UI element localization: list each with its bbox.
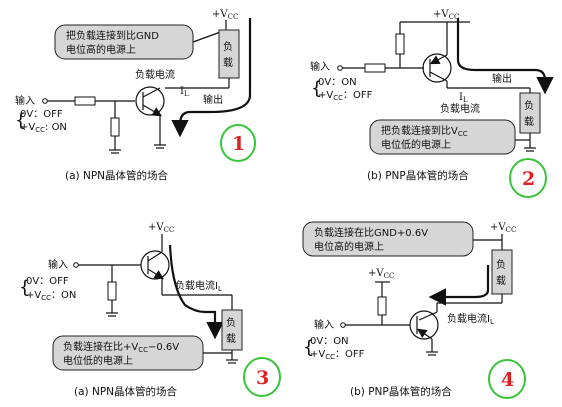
note-1-line-2: 电位高的电源上: [66, 43, 136, 56]
input-state-1a: 0V：OFF: [20, 109, 63, 120]
svg-text:负: 负: [524, 99, 534, 112]
load-text-1a: 负: [223, 40, 233, 53]
caption-2: (b) PNP晶体管的场合: [367, 169, 469, 182]
caption-4: (b) PNP晶体管的场合: [350, 385, 452, 398]
caption-1: (a) NPN晶体管的场合: [65, 169, 169, 182]
input-label-1: 输入: [15, 94, 35, 107]
il-label-2: IL: [459, 92, 468, 104]
svg-text:{: {: [19, 277, 30, 298]
current-arrow-2: [456, 18, 554, 95]
input-state-2b: +VCC：OFF: [318, 90, 373, 102]
output-label-1: 输出: [203, 93, 223, 106]
note-4-line-2: 电位高的电源上: [314, 240, 384, 253]
current-arrow-4: [428, 265, 490, 306]
note-4-line-1: 负载连接在比GND+0.6V: [314, 226, 428, 239]
vcc-label-3: +VCC: [148, 222, 174, 234]
note-box-4: [302, 221, 474, 257]
input-state-4b: +VCC：OFF: [310, 349, 365, 361]
current-arrow-1: [171, 18, 252, 138]
number-circle-1: [220, 124, 256, 162]
load-current-label-3: 负载电流IL: [175, 279, 222, 293]
note-1-line-1: 把负载连接到比GND: [66, 29, 159, 42]
input-state-2a: 0V：ON: [318, 77, 357, 88]
npn-transistor-3: [140, 250, 170, 280]
panel-1: 把负载连接到比GND 电位高的电源上 +VCC 负 载 IL 负载电流 输出 输…: [15, 9, 256, 182]
note-3-line-2: 电位低的电源上: [63, 354, 133, 367]
note-box-2: [369, 119, 516, 155]
note-2-line-2: 电位低的电源上: [381, 138, 451, 151]
number-2: 2: [522, 168, 535, 190]
svg-text:载: 载: [496, 275, 506, 287]
caption-3: (a) NPN晶体管的场合: [74, 385, 178, 398]
pnp-transistor-2: [422, 53, 452, 83]
svg-text:{: {: [311, 78, 322, 99]
input-state-4a: 0V：ON: [310, 336, 349, 347]
panel-3: +VCC 输入 0V：OFF +VCC：ON { 负载电流IL 负 载 负载: [19, 222, 281, 398]
vcc-label-4b: +VCC: [368, 268, 394, 280]
vcc-label-1: +VCC: [212, 9, 238, 21]
number-circle-3: [243, 357, 281, 397]
load-text-1b: 载: [223, 57, 233, 69]
load-box-1: [218, 29, 240, 79]
current-arrow-3: [168, 244, 224, 340]
svg-text:负: 负: [496, 258, 506, 271]
npn-transistor-1: [135, 86, 165, 116]
panel-2: +VCC 输入 0V：ON +VCC：OFF { IL 输出 负载电流 负 载: [310, 9, 554, 198]
input-state-3a: 0V：OFF: [26, 276, 69, 287]
input-state-3b: +VCC：ON: [26, 290, 76, 302]
input-label-2: 输入: [310, 60, 330, 73]
vcc-label-4: +VCC: [490, 222, 516, 234]
svg-text:负: 负: [226, 316, 236, 329]
note-2-line-1: 把负载连接到比VCC: [381, 124, 468, 138]
svg-text:{: {: [15, 110, 26, 131]
svg-text:载: 载: [524, 116, 534, 128]
output-label-2: 输出: [492, 72, 512, 85]
number-1: 1: [232, 133, 245, 155]
svg-text:{: {: [303, 337, 314, 358]
number-4: 4: [501, 369, 514, 391]
input-label-4: 输入: [314, 318, 334, 331]
load-box-4: [491, 249, 513, 295]
vcc-label-2: +VCC: [433, 9, 459, 21]
svg-text:载: 载: [226, 333, 236, 345]
panel-4: 负载连接在比GND+0.6V 电位高的电源上 +VCC 负 载 +VCC 输入 …: [302, 221, 526, 399]
il-label-1: IL: [180, 86, 189, 98]
load-current-label-1: 负载电流: [135, 68, 175, 81]
number-3: 3: [256, 367, 269, 389]
number-circle-2: [509, 158, 547, 198]
load-current-label-2: 负载电流: [440, 102, 480, 115]
pnp-transistor-4: [409, 310, 439, 340]
note-3-line-1: 负载连接在比+VCC−0.6V: [63, 340, 179, 354]
input-state-1b: +VCC: ON: [20, 122, 67, 134]
number-circle-4: [488, 359, 526, 399]
input-label-3: 输入: [48, 258, 68, 271]
load-current-label-4: 负载电流IL: [447, 312, 494, 326]
